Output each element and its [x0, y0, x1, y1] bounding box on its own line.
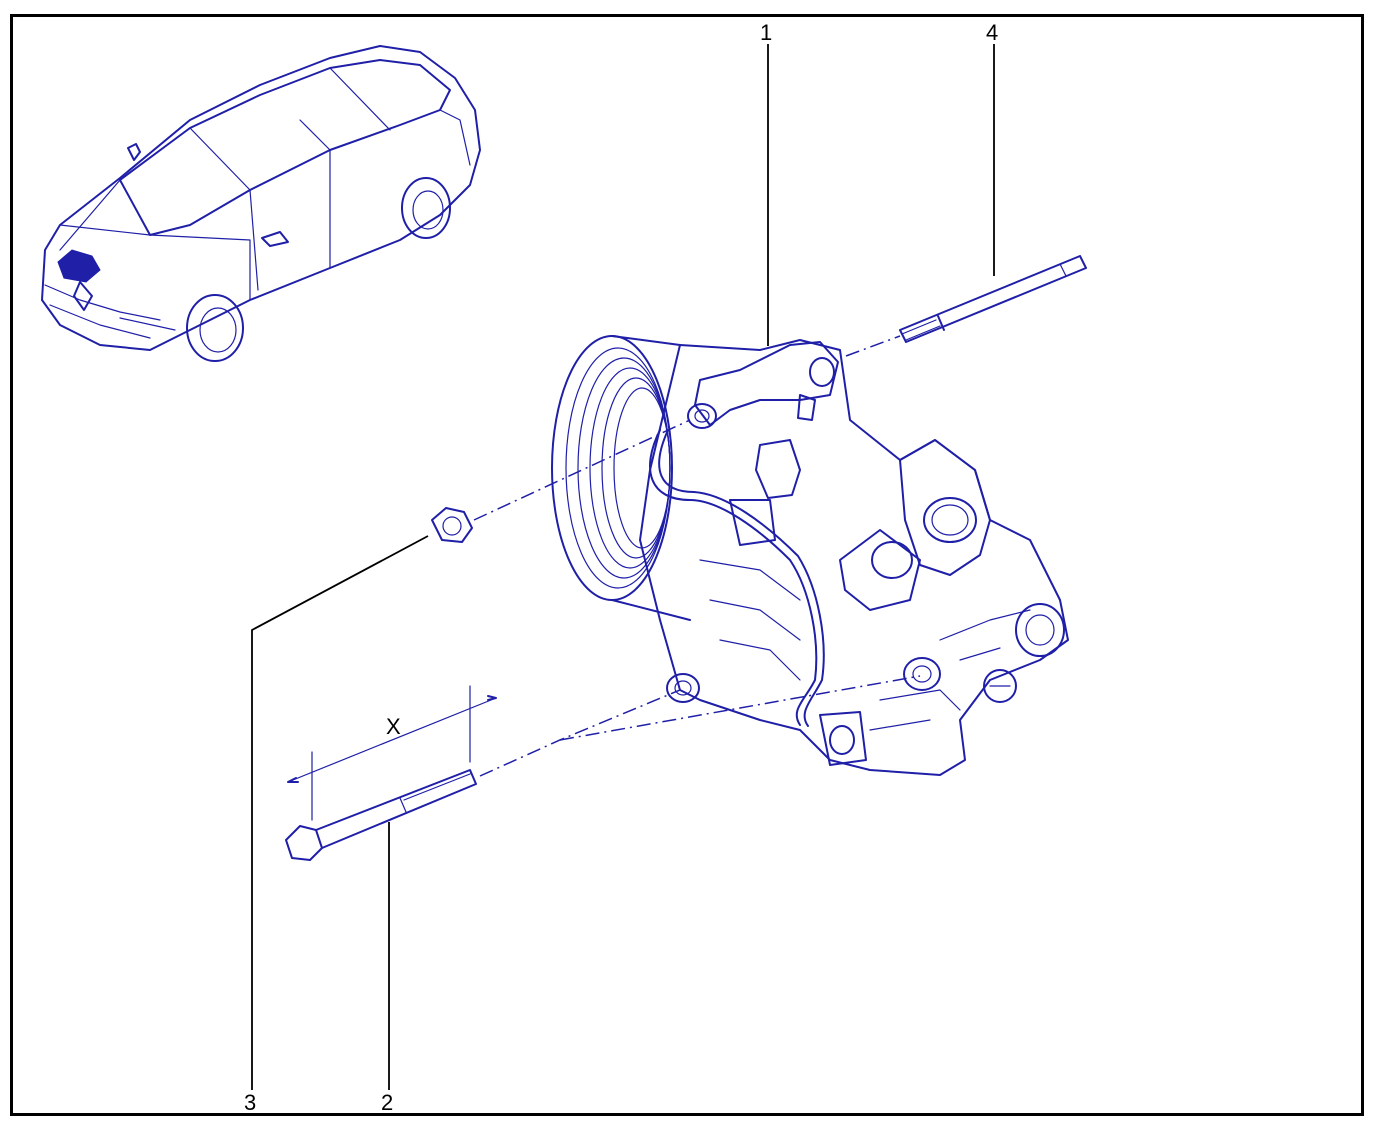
callout-3: 3: [244, 1090, 256, 1115]
nut-axis-line: [473, 419, 691, 521]
callout-1: 1: [760, 20, 772, 45]
callout-4: 4: [986, 20, 998, 45]
dimension-label: X: [386, 714, 401, 739]
car-locator-icon: [41, 45, 481, 362]
callout-2: 2: [381, 1090, 393, 1115]
bolt-axis-branch: [559, 675, 921, 741]
leader-3: [251, 535, 429, 1090]
ac-compressor-icon: [551, 335, 1069, 776]
dimension-x: X: [287, 685, 497, 821]
bolt-icon: [285, 769, 477, 861]
stud-axis-line: [845, 335, 901, 357]
nut-icon: [431, 507, 473, 543]
bolt-axis-line: [479, 689, 681, 777]
stud-icon: [899, 255, 1087, 343]
